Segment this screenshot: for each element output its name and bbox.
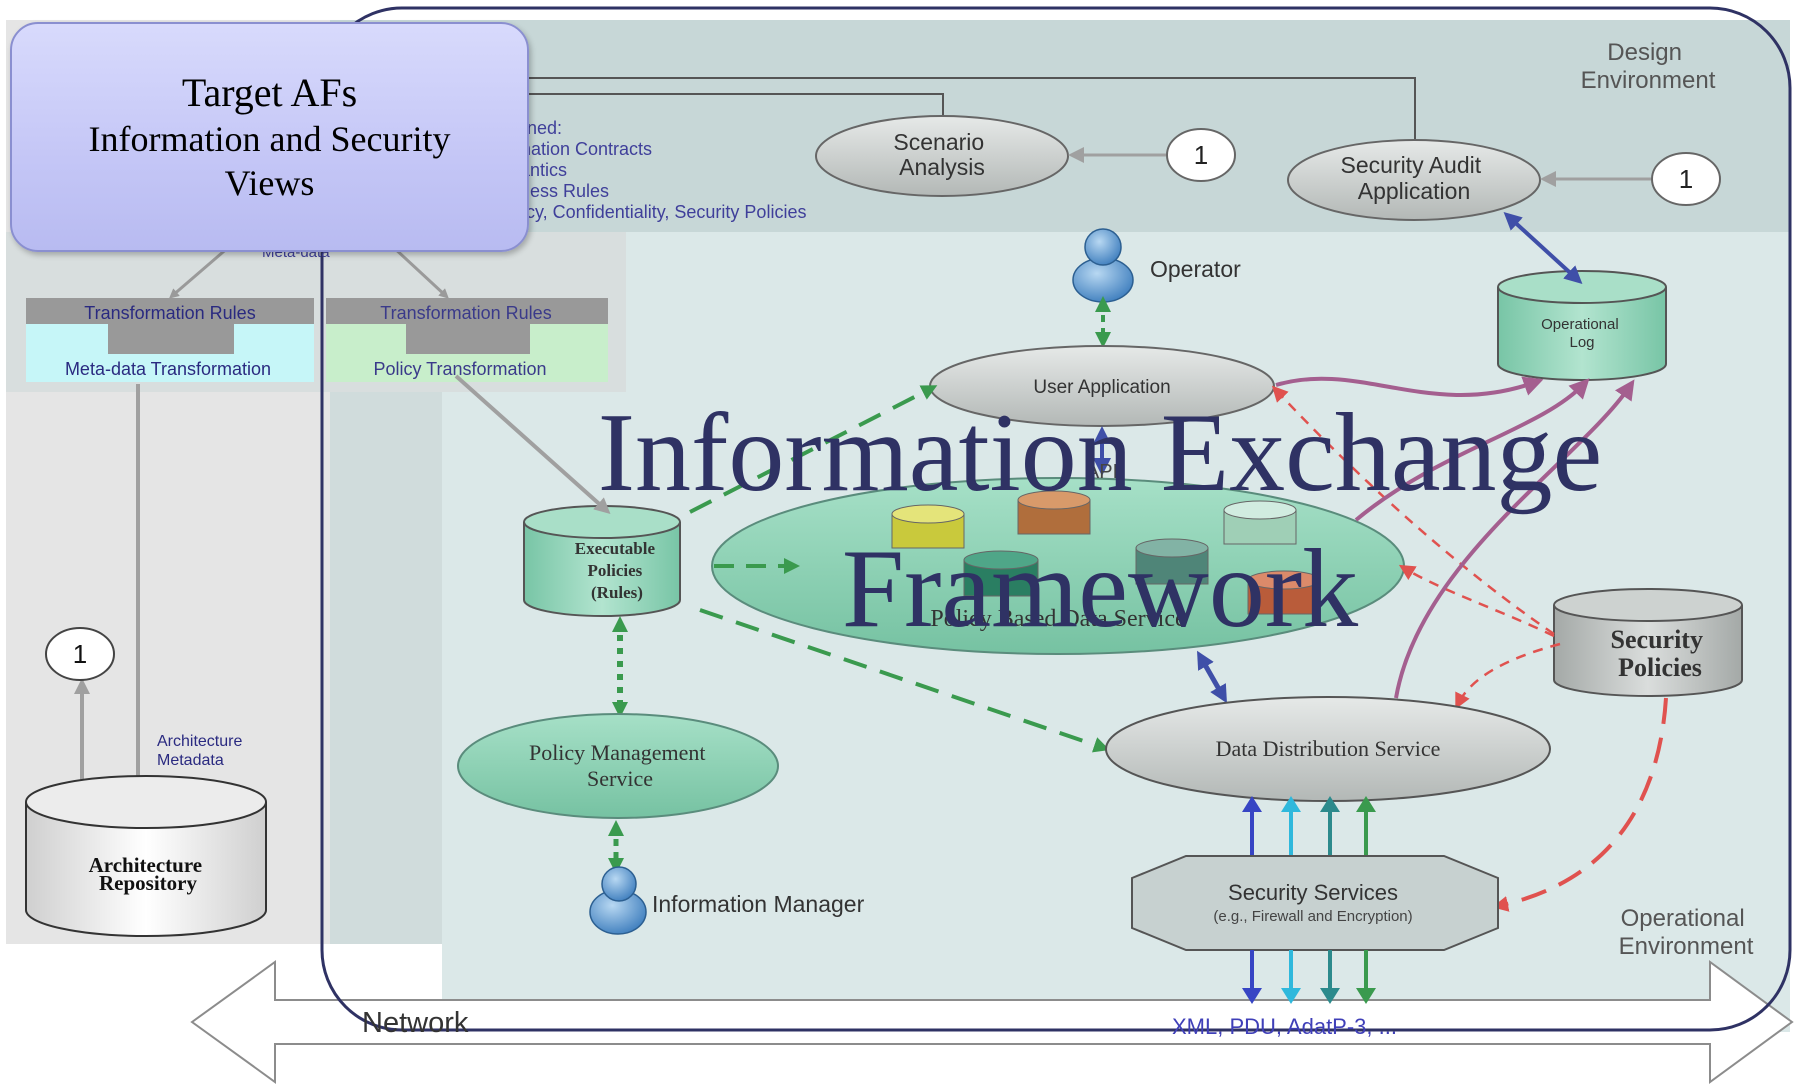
svg-text:iness Rules: iness Rules xyxy=(516,181,609,201)
meta-data-transformation-box: Transformation Rules Meta-data Transform… xyxy=(26,298,314,382)
security-services-node: Security Services (e.g., Firewall and En… xyxy=(1131,855,1499,951)
information-manager-person-icon xyxy=(589,866,647,935)
target-afs-line2: Information and Security xyxy=(88,119,451,159)
arrow-meta-left xyxy=(168,244,231,299)
arrow-meta-right xyxy=(390,244,449,299)
operational-environment-label: Operational Environment xyxy=(1619,905,1754,960)
slide-title-line2: Framework xyxy=(841,527,1359,651)
svg-text:Transformation Rules: Transformation Rules xyxy=(380,303,551,323)
user-application-node: User Application xyxy=(929,345,1275,427)
target-afs-line3: Views xyxy=(224,163,315,203)
svg-text:(e.g., Firewall and Encryption: (e.g., Firewall and Encryption) xyxy=(1213,908,1412,925)
svg-text:fined:: fined: xyxy=(518,118,562,138)
policy-management-service-node: Policy Management Service xyxy=(457,713,779,819)
svg-text:Scenario Analysis: Scenario Analysis xyxy=(893,129,990,180)
log-arrows xyxy=(1275,376,1635,699)
main-frame xyxy=(320,6,1792,1032)
arrow-exec-to-dds xyxy=(699,608,1110,753)
svg-text:1: 1 xyxy=(73,639,87,669)
architecture-metadata-label: Architecture Metadata xyxy=(157,733,247,769)
arrow-exec-to-user-app xyxy=(689,385,938,514)
operational-log: Operational Log xyxy=(1497,270,1667,381)
scenario-analysis-node: Scenario Analysis xyxy=(815,115,1069,197)
svg-text:User Application: User Application xyxy=(1033,377,1170,398)
svg-text:Security Policies: Security Policies xyxy=(1611,625,1710,682)
svg-text:Policy Based Data Service: Policy Based Data Service xyxy=(930,606,1185,632)
svg-text:Security Services: Security Services xyxy=(1228,880,1398,905)
dds-service-arrows xyxy=(1242,796,1376,856)
network-arrows xyxy=(1242,950,1376,1004)
security-audit-node: Security Audit Application xyxy=(1287,139,1541,221)
operator-label: Operator xyxy=(1150,256,1241,282)
svg-text:Data Distribution Service: Data Distribution Service xyxy=(1216,736,1441,761)
svg-text:Meta-data Transformation: Meta-data Transformation xyxy=(65,359,271,379)
data-distribution-service-node: Data Distribution Service xyxy=(1105,696,1551,802)
design-environment-label: Design Environment xyxy=(1581,39,1716,94)
badge-1-audit: 1 xyxy=(1651,152,1721,206)
operator-person-icon xyxy=(1072,228,1134,303)
formats-label: XML, PDU, AdatP-3, ... xyxy=(1172,1014,1397,1039)
arrow-pbds-dds xyxy=(1197,650,1227,704)
target-afs-box: Target AFs Information and Security View… xyxy=(10,22,529,252)
target-afs-line1: Target AFs xyxy=(181,70,358,115)
security-policy-arrows xyxy=(1271,385,1561,710)
badge-1-left: 1 xyxy=(45,627,115,681)
architecture-repository: Architecture Repository xyxy=(25,775,267,937)
svg-text:Transformation Rules: Transformation Rules xyxy=(84,303,255,323)
svg-text:Executable Policies: Executable Policies (Rules) xyxy=(575,539,660,602)
svg-text:Policy Transformation: Policy Transformation xyxy=(373,359,546,379)
arrow-audit-log xyxy=(1503,211,1583,285)
executable-policies-cylinder: Executable Policies (Rules) xyxy=(523,505,681,617)
policy-transformation-box: Transformation Rules Policy Transformati… xyxy=(326,298,608,382)
svg-text:1: 1 xyxy=(1194,140,1208,170)
svg-text:rmation Contracts: rmation Contracts xyxy=(510,139,652,159)
svg-text:acy, Confidentiality, Security: acy, Confidentiality, Security Policies xyxy=(516,202,806,222)
slide-title-line1: Information Exchange xyxy=(597,391,1603,515)
arrow-policy-transform-to-exec xyxy=(454,374,611,514)
svg-text:Operational Log: Operational Log xyxy=(1541,316,1623,351)
network-label: Network xyxy=(362,1007,469,1039)
slide-title: Information Exchange Framework xyxy=(430,385,1770,657)
middle-strip xyxy=(330,392,442,944)
svg-text:Policy Management Servic: Policy Management Service xyxy=(529,740,711,791)
network-arrow xyxy=(190,960,1794,1084)
data-cylinders xyxy=(891,490,1321,615)
security-policy-to-services-arrow xyxy=(1492,697,1668,912)
design-environment-band xyxy=(330,20,1790,232)
badge-1-scenario: 1 xyxy=(1166,128,1236,182)
design-lines xyxy=(525,77,1416,140)
security-policies-cylinder: Security Policies xyxy=(1553,588,1743,697)
svg-text:Security Audit Applicati: Security Audit Application xyxy=(1340,152,1487,204)
svg-text:1: 1 xyxy=(1679,164,1693,194)
svg-text:API: API xyxy=(1086,461,1118,483)
svg-text:Architecture Repository: Architecture Repository xyxy=(89,853,208,895)
information-manager-label: Information Manager xyxy=(652,891,865,917)
